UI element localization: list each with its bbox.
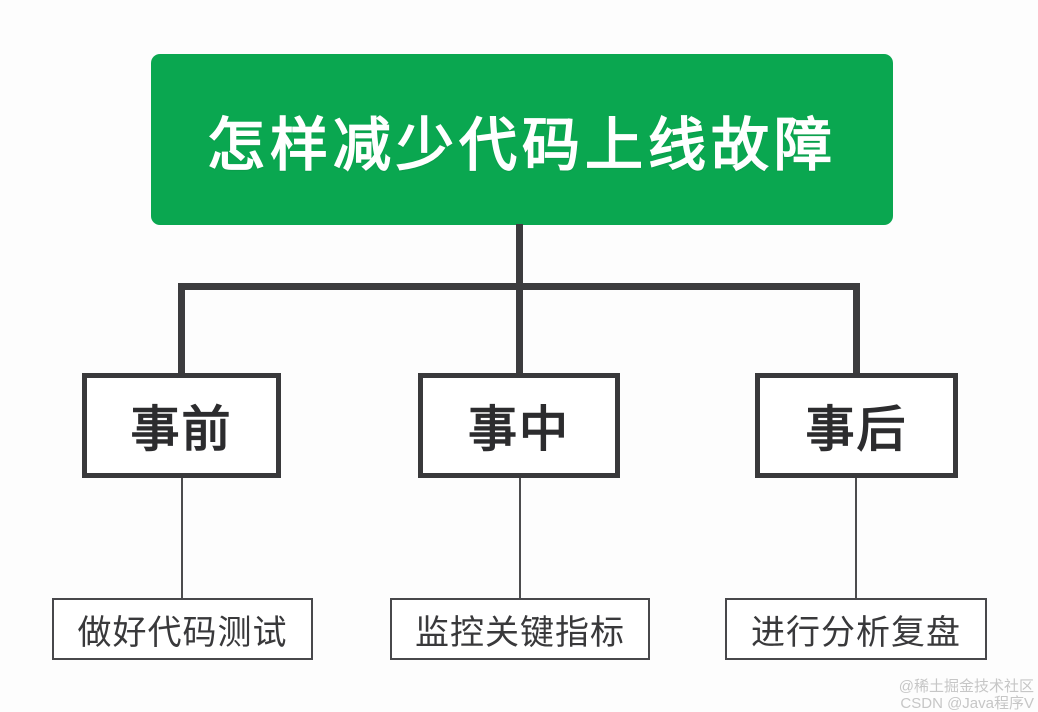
leaf-node-code-testing: 做好代码测试 [52,598,313,660]
branch-node-before: 事前 [82,373,281,478]
watermark: @稀土掘金技术社区 CSDN @Java程序V [899,678,1034,712]
watermark-line1: @稀土掘金技术社区 [898,678,1034,695]
connector-stub-right [853,283,860,374]
connector-stub-left [178,283,185,374]
leaf-node-monitor-metrics: 监控关键指标 [390,598,650,660]
connector-leaf-right [855,478,857,598]
root-node: 怎样减少代码上线故障 [151,54,893,225]
leaf-node-label: 做好代码测试 [77,613,288,652]
branch-node-label: 事中 [467,403,570,457]
leaf-node-analysis-review: 进行分析复盘 [725,598,987,660]
connector-root-stem [516,224,523,374]
connector-horizontal-bus [178,283,860,290]
leaf-node-label: 监控关键指标 [415,613,625,652]
root-node-label: 怎样减少代码上线故障 [206,112,837,178]
leaf-node-label: 进行分析复盘 [751,613,961,652]
connector-leaf-left [181,478,183,598]
connector-leaf-center [519,478,521,598]
branch-node-label: 事后 [805,403,908,457]
branch-node-after: 事后 [755,373,958,478]
watermark-line2: CSDN @Java程序V [900,695,1034,712]
branch-node-during: 事中 [418,373,620,478]
branch-node-label: 事前 [130,403,233,457]
